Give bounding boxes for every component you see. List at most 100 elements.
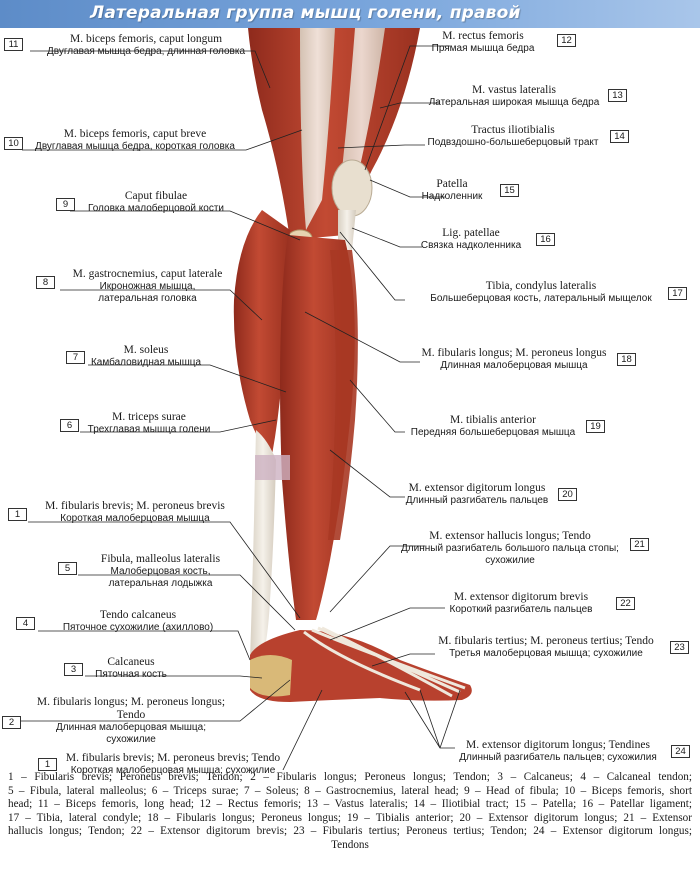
label-iliotibial-tract: Tractus iliotibialis Подвздошно-большебе…	[420, 124, 606, 149]
label-number: 4	[16, 617, 35, 630]
label-number: 11	[4, 38, 23, 51]
anatomy-figure: 11 M. biceps femoris, caput longum Двугл…	[0, 0, 700, 770]
label-latin: Tendo	[24, 709, 238, 722]
label-russian: Длинная малоберцовая мышца	[414, 360, 614, 372]
label-russian: Трехглавая мышца голени	[80, 424, 218, 436]
blur-patch	[255, 455, 290, 480]
label-russian: сухожилие	[24, 734, 238, 746]
label-fibularis-tertius: M. fibularis tertius; M. peroneus tertiu…	[428, 635, 664, 660]
label-latin: M. triceps surae	[80, 411, 218, 424]
label-latin: Calcaneus	[86, 656, 176, 669]
label-number: 1	[38, 758, 57, 771]
label-russian: Длинная малоберцовая мышца;	[24, 722, 238, 734]
caption-line: 5 – Fibula, lateral malleolus; 6 – Trice…	[8, 785, 692, 799]
label-russian: Пяточное сухожилие (ахиллово)	[38, 622, 238, 634]
label-latin: M. extensor digitorum brevis	[432, 591, 610, 604]
label-latin: M. soleus	[86, 344, 206, 357]
label-number: 9	[56, 198, 75, 211]
caption-line: 1 – Fibularis brevis; Peroneus brevis; T…	[8, 771, 692, 785]
label-russian: Икроножная мышца,	[60, 281, 235, 293]
label-latin: Tractus iliotibialis	[420, 124, 606, 137]
label-latin: M. extensor digitorum longus; Tendines	[448, 739, 668, 752]
label-russian: Третья малоберцовая мышца; сухожилие	[428, 648, 664, 660]
label-latin: M. rectus femoris	[412, 30, 554, 43]
label-latin: Caput fibulae	[76, 190, 236, 203]
label-latin: M. fibularis longus; M. peroneus longus	[414, 347, 614, 360]
label-extensor-digitorum-longus: M. extensor digitorum longus Длинный раз…	[398, 482, 556, 507]
label-russian: Большеберцовая кость, латеральный мыщело…	[416, 293, 666, 305]
label-number: 2	[2, 716, 21, 729]
caption-line: Tendons	[8, 839, 692, 853]
label-latin: M. tibialis anterior	[404, 414, 582, 427]
label-latin: Tibia, condylus lateralis	[416, 280, 666, 293]
thigh-muscles	[248, 28, 420, 240]
label-russian: Короткий разгибатель пальцев	[432, 604, 610, 616]
label-fibula-malleolus: Fibula, malleolus lateralis Малоберцовая…	[78, 553, 243, 590]
label-russian: Малоберцовая кость,	[78, 566, 243, 578]
calcaneus	[250, 655, 292, 696]
label-patellar-ligament: Lig. patellae Связка надколенника	[412, 227, 530, 252]
caption-line: 17 – Tibia, lateral condyle; 18 – Fibula…	[8, 812, 692, 826]
label-latin: Lig. patellae	[412, 227, 530, 240]
label-tibia-condyle: Tibia, condylus lateralis Большеберцовая…	[416, 280, 666, 305]
label-number: 16	[536, 233, 555, 246]
label-russian: Связка надколенника	[412, 240, 530, 252]
label-number: 6	[60, 419, 79, 432]
label-latin: Tendo calcaneus	[38, 609, 238, 622]
label-russian: Передняя большеберцовая мышца	[404, 427, 582, 439]
label-russian: Двуглавая мышца бедра, короткая головка	[24, 141, 246, 153]
label-latin: Patella	[408, 178, 496, 191]
label-latin: M. extensor digitorum longus	[398, 482, 556, 495]
label-russian: Камбаловидная мышца	[86, 357, 206, 369]
label-patella: Patella Надколенник	[408, 178, 496, 203]
label-number: 17	[668, 287, 687, 300]
label-latin: M. fibularis longus; M. peroneus longus;	[24, 696, 238, 709]
label-number: 13	[608, 89, 627, 102]
label-russian: Короткая малоберцовая мышца	[30, 513, 240, 525]
label-latin: M. biceps femoris, caput breve	[24, 128, 246, 141]
label-number: 18	[617, 353, 636, 366]
label-number: 22	[616, 597, 635, 610]
label-vastus-lateralis: M. vastus lateralis Латеральная широкая …	[420, 84, 608, 109]
label-tibialis-anterior: M. tibialis anterior Передняя большеберц…	[404, 414, 582, 439]
label-tendo-calcaneus: Tendo calcaneus Пяточное сухожилие (ахил…	[38, 609, 238, 634]
label-extensor-digitorum-brevis: M. extensor digitorum brevis Короткий ра…	[432, 591, 610, 616]
label-gastrocnemius: M. gastrocnemius, caput laterale Икронож…	[60, 268, 235, 305]
label-russian: латеральная головка	[60, 293, 235, 305]
caption-line: hallucis longus; Tendon; 22 – Extensor d…	[8, 825, 692, 839]
label-latin: M. fibularis brevis; M. peroneus brevis;…	[60, 752, 286, 765]
label-number: 21	[630, 538, 649, 551]
label-number: 7	[66, 351, 85, 364]
label-head-of-fibula: Caput fibulae Головка малоберцовой кости	[76, 190, 236, 215]
label-russian: Двуглавая мышца бедра, длинная головка	[30, 46, 262, 58]
label-number: 14	[610, 130, 629, 143]
caption-line: head; 11 – Biceps femoris, long head; 12…	[8, 798, 692, 812]
label-number: 23	[670, 641, 689, 654]
label-russian: Длинный разгибатель пальцев; сухожилия	[448, 752, 668, 764]
label-number: 12	[557, 34, 576, 47]
label-number: 15	[500, 184, 519, 197]
label-extensor-digitorum-longus-tendons: M. extensor digitorum longus; Tendines Д…	[448, 739, 668, 764]
label-number: 24	[671, 745, 690, 758]
label-number: 10	[4, 137, 23, 150]
label-extensor-hallucis-longus: M. extensor hallucis longus; Tendo Длинн…	[392, 530, 628, 567]
label-number: 8	[36, 276, 55, 289]
label-soleus: M. soleus Камбаловидная мышца	[86, 344, 206, 369]
label-fibularis-brevis: M. fibularis brevis; M. peroneus brevis …	[30, 500, 240, 525]
label-fibularis-longus-tendon: M. fibularis longus; M. peroneus longus;…	[24, 696, 238, 746]
label-russian: Длинный разгибатель пальцев	[398, 495, 556, 507]
label-number: 5	[58, 562, 77, 575]
label-latin: M. biceps femoris, caput longum	[30, 33, 262, 46]
label-number: 1	[8, 508, 27, 521]
label-latin: M. vastus lateralis	[420, 84, 608, 97]
label-russian: Прямая мышца бедра	[412, 43, 554, 55]
label-latin: Fibula, malleolus lateralis	[78, 553, 243, 566]
label-russian: сухожилие	[392, 555, 628, 567]
label-latin: M. fibularis tertius; M. peroneus tertiu…	[428, 635, 664, 648]
label-number: 19	[586, 420, 605, 433]
label-russian: Пяточная кость	[86, 669, 176, 681]
label-latin: M. gastrocnemius, caput laterale	[60, 268, 235, 281]
label-latin: M. fibularis brevis; M. peroneus brevis	[30, 500, 240, 513]
label-rectus-femoris: M. rectus femoris Прямая мышца бедра	[412, 30, 554, 55]
label-triceps-surae: M. triceps surae Трехглавая мышца голени	[80, 411, 218, 436]
